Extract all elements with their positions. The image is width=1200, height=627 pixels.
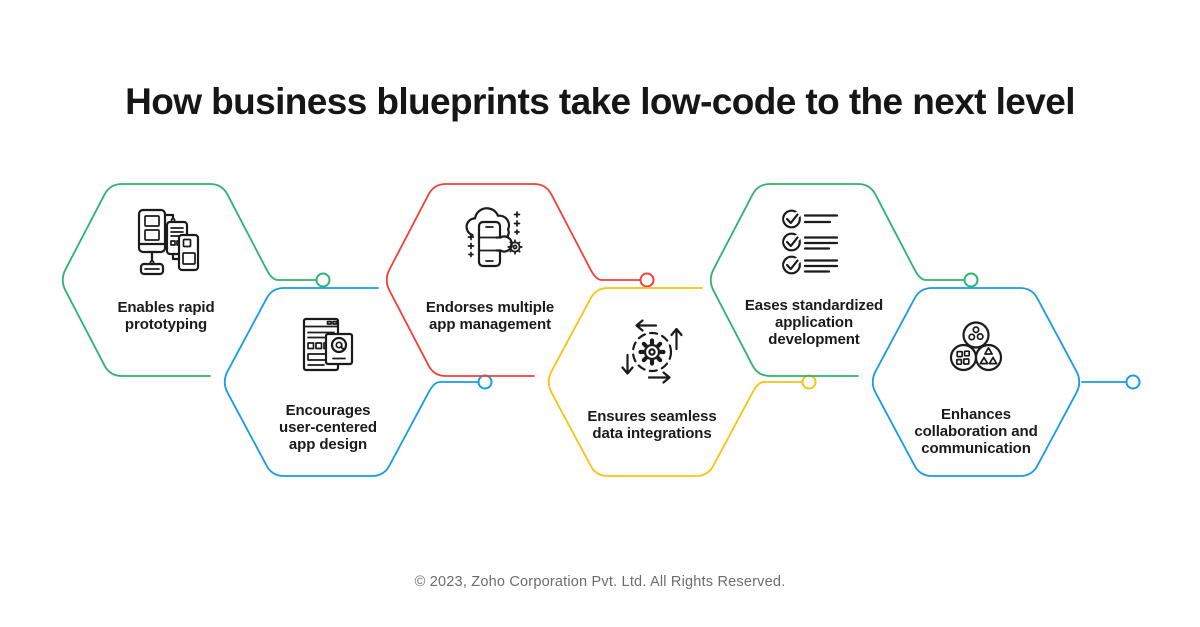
page-title: How business blueprints take low-code to… [125, 80, 1075, 122]
hexagon-outline-4 [547, 287, 804, 477]
hexagon-outline-2 [223, 287, 480, 477]
connector-ring-3 [639, 272, 655, 288]
item-label-3: Endorses multiple app management [425, 299, 555, 333]
connector-ring-6 [1125, 374, 1141, 390]
devices-prototype-icon [130, 206, 202, 278]
item-label-1: Enables rapid prototyping [117, 299, 215, 333]
hexagon-outline-6 [871, 287, 1081, 477]
checklist-icon [778, 206, 850, 278]
item-label-2: Encourages user-centered app design [279, 402, 377, 453]
copyright-text: © 2023, Zoho Corporation Pvt. Ltd. All R… [414, 574, 786, 590]
connector-ring-1 [315, 272, 331, 288]
item-label-4: Ensures seamless data integrations [587, 408, 717, 442]
hexagon-outline-3 [385, 183, 642, 377]
connector-ring-2 [477, 374, 493, 390]
item-label-5: Eases standardized application developme… [744, 297, 884, 348]
cloud-phone-settings-icon [454, 204, 526, 276]
connector-ring-5 [963, 272, 979, 288]
item-label-6: Enhances collaboration and communication [914, 406, 1038, 457]
hexagon-outline-1 [61, 183, 318, 377]
gear-sync-arrows-icon [616, 314, 688, 386]
connector-ring-4 [801, 374, 817, 390]
hexagon-outline-5 [709, 183, 966, 377]
wireframe-design-icon [292, 314, 364, 386]
shapes-collaboration-icon [940, 314, 1012, 386]
